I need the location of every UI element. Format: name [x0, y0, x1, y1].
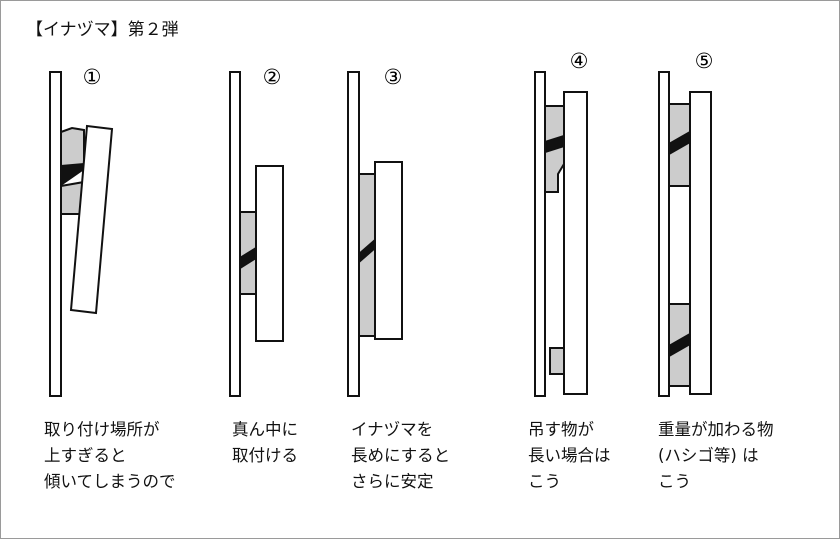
- caption-line: 長めにすると: [351, 446, 451, 465]
- caption-line: 傾いてしまうので: [44, 472, 176, 491]
- diagram-title: 【イナヅマ】第２弾: [26, 20, 179, 40]
- inazuma-lower-part: [358, 245, 376, 337]
- inazuma-joint: [359, 240, 375, 262]
- panel-4: ④: [534, 49, 589, 397]
- wall-rail: [229, 71, 241, 397]
- caption-line: 長い場合は: [528, 446, 611, 465]
- panel-3-number: ③: [384, 65, 403, 89]
- caption-line: 取付ける: [232, 446, 298, 465]
- panel-2-number: ②: [263, 65, 282, 89]
- hanging-board-tilted: [69, 124, 114, 315]
- panel-4-number: ④: [570, 49, 589, 73]
- caption-line: イナヅマを: [351, 420, 434, 439]
- wall-rail: [347, 71, 360, 397]
- caption-line: (ハシゴ等) は: [658, 446, 759, 465]
- panel-2: ②: [229, 65, 284, 397]
- panel-5-caption: 重量が加わる物 (ハシゴ等) は こう: [658, 417, 774, 495]
- caption-line: 上すぎると: [44, 446, 127, 465]
- panel-2-caption: 真ん中に 取付ける: [232, 417, 298, 469]
- hanging-board-heavy: [689, 91, 712, 395]
- hanging-board: [255, 165, 284, 342]
- panel-5: ⑤: [658, 49, 714, 397]
- inazuma-joint: [240, 248, 256, 268]
- panel-3-caption: イナヅマを 長めにすると さらに安定: [351, 417, 450, 495]
- panel-3: ③: [347, 65, 403, 397]
- panel-4-caption: 吊す物が 長い場合は こう: [528, 417, 611, 495]
- panel-1-caption: 取り付け場所が 上すぎると 傾いてしまうので: [44, 417, 176, 495]
- bottom-spacer-block: [549, 347, 565, 375]
- inazuma-upper-part: [60, 126, 85, 168]
- inazuma-upper-joint: [669, 132, 690, 154]
- caption-line: 重量が加わる物: [658, 420, 774, 439]
- inazuma-joint: [61, 164, 84, 186]
- panel-1-number: ①: [83, 65, 102, 89]
- panel-5-number: ⑤: [695, 49, 714, 73]
- caption-line: 取り付け場所が: [44, 420, 160, 439]
- inazuma-upper-part: [358, 173, 376, 257]
- caption-line: 真ん中に: [232, 420, 298, 439]
- caption-line: こう: [528, 472, 561, 491]
- hanging-board: [374, 161, 403, 340]
- caption-line: さらに安定: [351, 472, 434, 491]
- inazuma-joint: [545, 136, 564, 152]
- hanging-board-long: [563, 91, 588, 395]
- caption-line: 吊す物が: [528, 420, 594, 439]
- inazuma-lower-joint: [669, 334, 690, 356]
- caption-line: こう: [658, 472, 691, 491]
- panel-1: ①: [49, 65, 114, 397]
- wall-rail: [534, 71, 546, 397]
- inazuma-lower-part: [544, 144, 565, 193]
- inazuma-upper-part: [544, 105, 565, 144]
- wall-rail: [658, 71, 670, 397]
- wall-rail: [49, 71, 62, 397]
